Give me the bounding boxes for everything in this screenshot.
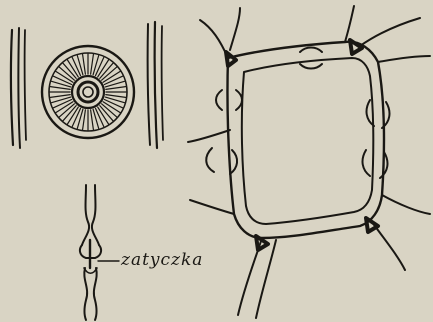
- margo-strand: [50, 95, 70, 98]
- margo-strand: [91, 110, 94, 130]
- pit-margo-hatching: [50, 54, 126, 130]
- margo-strand: [106, 95, 126, 98]
- margo-strand: [91, 54, 94, 74]
- cell-wall-lines-right: [148, 22, 163, 148]
- cell-cross-section: [188, 6, 430, 318]
- bordered-pit-section-view: [80, 185, 119, 320]
- cell-wall-inner: [242, 58, 373, 224]
- bordered-pit-face-view: [11, 22, 163, 148]
- margo-strand: [50, 87, 70, 90]
- pit-aperture: [83, 87, 93, 97]
- pit-torus-ring: [78, 82, 98, 102]
- torus-label: zatyczka: [121, 250, 203, 270]
- margo-strand: [83, 110, 86, 130]
- cell-wall-lines-left: [11, 28, 26, 148]
- margo-strand: [83, 54, 86, 74]
- margo-strand: [106, 87, 126, 90]
